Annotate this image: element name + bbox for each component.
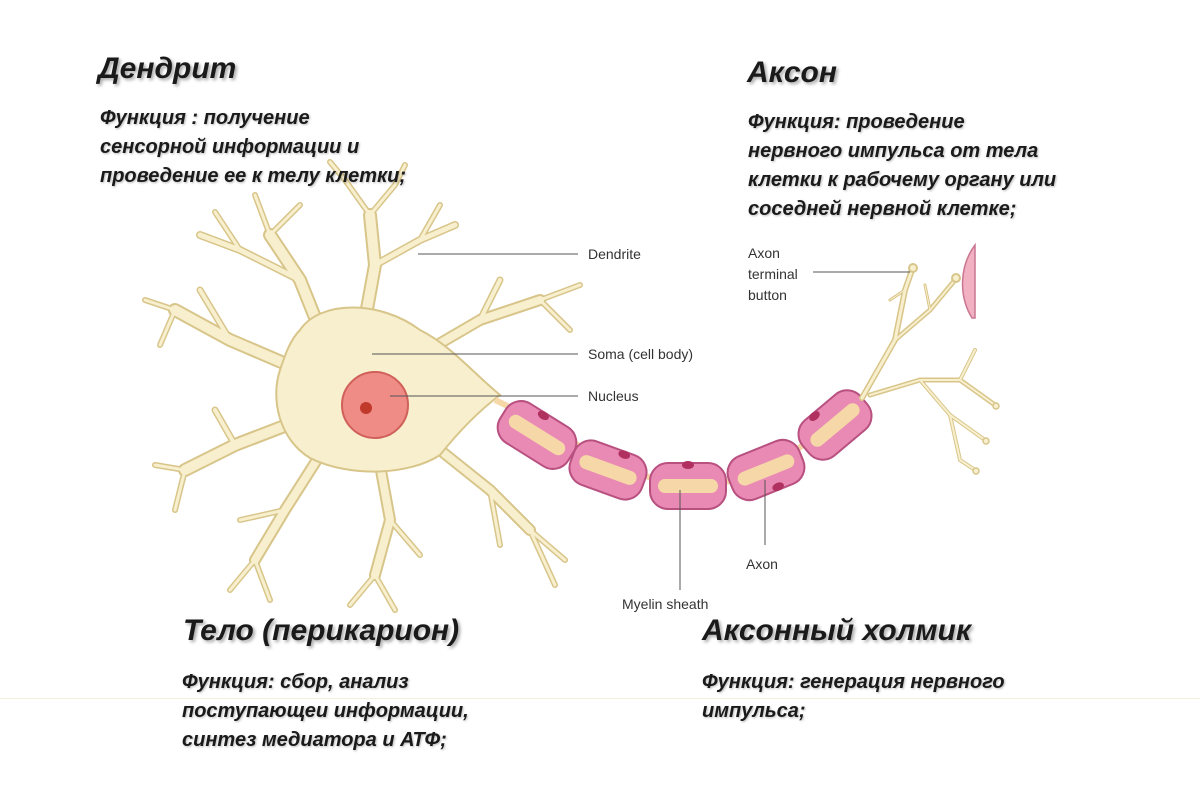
dendrite-title: Дендрит [98, 52, 237, 85]
label-dendrite: Dendrite [588, 246, 641, 262]
axon-terminal-branches [859, 263, 1000, 475]
body-function-line: синтез медиатора и АТФ; [182, 729, 447, 751]
axon-function-line: соседней нервной клетке; [748, 198, 1017, 220]
axon-function-line: Функция: проведение [748, 111, 965, 133]
hillock-function: Функция: генерация нервного импульса; [702, 668, 1005, 726]
body-function-line: поступающеи информации, [182, 700, 469, 722]
label-axon-terminal-1: Axon [748, 245, 780, 261]
body-title: Тело (перикарион) [183, 614, 460, 647]
dendrites [142, 159, 583, 613]
label-nucleus: Nucleus [588, 388, 639, 404]
body-function-line: Функция: сбор, анализ [182, 671, 409, 693]
hillock-title: Аксонный холмик [702, 614, 972, 647]
body-function: Функция: сбор, анализ поступающеи информ… [182, 668, 469, 755]
axon-title: Аксон [747, 56, 837, 89]
label-axon-terminal-3: button [748, 287, 787, 303]
faint-divider [0, 698, 1200, 699]
label-soma: Soma (cell body) [588, 346, 693, 362]
hillock-function-line: импульса; [702, 700, 806, 722]
label-axon-terminal-2: terminal [748, 266, 798, 282]
dendrite-function-line: проведение ее к телу клетки; [100, 165, 407, 187]
leader-lines [372, 253, 910, 590]
axon-function-line: нервного импульса от тела [748, 140, 1039, 162]
nucleus-circle [341, 371, 409, 439]
hillock-function-line: Функция: генерация нервного [702, 671, 1005, 693]
dendrite-function: Функция : получение сенсорной информации… [100, 104, 406, 191]
dendrite-function-line: Функция : получение [100, 107, 310, 129]
myelin-sheath-segments [496, 389, 873, 510]
axon-function: Функция: проведение нервного импульса от… [748, 108, 1056, 224]
target-cell [961, 242, 976, 319]
label-myelin-sheath: Myelin sheath [622, 596, 708, 612]
dendrite-function-line: сенсорной информации и [100, 136, 360, 158]
nucleolus-dot [360, 402, 372, 414]
axon-function-line: клетки к рабочему органу или [748, 169, 1057, 191]
label-axon: Axon [746, 556, 778, 572]
